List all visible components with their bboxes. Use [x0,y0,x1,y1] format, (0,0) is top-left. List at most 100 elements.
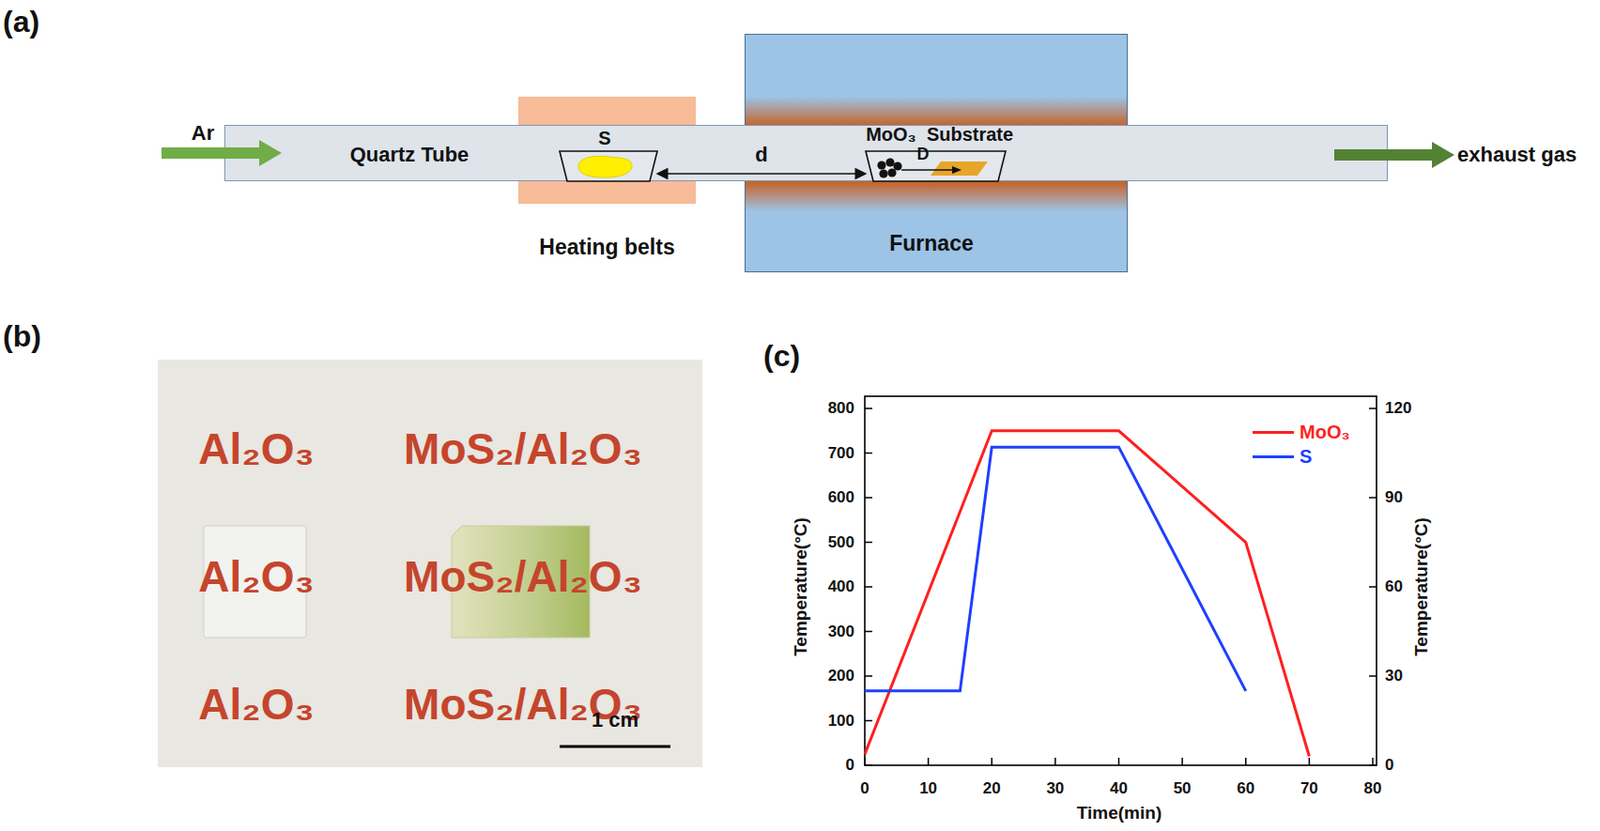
tick-label: 200 [828,667,855,686]
axis-title: Temperature(°C) [1412,517,1432,657]
moo3-powder [876,160,886,170]
tick-label: 10 [919,780,938,799]
tick-label: 70 [1300,780,1319,799]
tick-label: 400 [828,578,855,597]
axis-tick [1118,757,1121,766]
tick-label: 20 [983,780,1001,799]
axis-tick [864,764,873,767]
tick-label: 600 [828,489,855,508]
axis-title: Time(min) [1076,803,1162,824]
tick-label: 100 [828,711,855,730]
photo-text: MoS₂/Al₂O₃ [403,425,643,474]
substrate-wafer [930,161,988,176]
tick-label: 700 [828,444,855,462]
sulfur-boat: S [559,151,658,182]
axis-tick [864,630,873,633]
legend-line-stroke [1252,430,1294,434]
tick-label: 0 [1384,756,1394,775]
gas-inlet-arrow [161,139,282,167]
panel-letter: (b) [2,320,42,354]
boat-outline [559,151,658,182]
axis-tick [864,496,873,499]
legend-line-stroke [1252,455,1294,459]
node-label: MoO₃ [865,123,917,145]
axis-tick [864,720,873,723]
tick-label: 60 [1384,578,1403,597]
photo-text: MoS₂/Al₂O₃ [403,553,643,601]
tick-label: 60 [1236,780,1255,799]
scale-bar-label: 1 cm [591,708,639,732]
axis-tick [864,585,873,588]
moo3-powder [887,168,896,177]
legend-label: S [1299,446,1312,468]
photo-background [157,359,703,768]
tick-label: 90 [1384,489,1403,508]
tick-label: 30 [1384,667,1403,686]
plot-frame [864,396,1377,766]
tick-label: 50 [1173,780,1192,799]
boat-shape [559,151,658,182]
axis-tick [1369,407,1377,410]
legend-line [1252,427,1296,437]
axis-tick [1245,757,1247,766]
moo3-boat: MoO₃Substrate [865,151,1006,182]
tick-label: 500 [828,533,855,552]
node-label: S [598,127,611,149]
boat-outline [865,151,1006,182]
sapphire-substrate [203,525,307,638]
axis-tick [1369,496,1377,499]
photo-text: Al₂O₃ [198,680,315,729]
photo-text: MoS₂/Al₂O₃ [403,680,643,729]
distance-connector [657,172,866,175]
moo3-powder [885,157,894,167]
panel-letter: (c) [763,339,800,373]
legend-label: MoO₃ [1299,421,1351,444]
axis-tick [1371,757,1374,766]
moo3-powder [892,161,902,170]
boat-shape [865,151,1006,182]
tick-label: 0 [846,756,855,775]
axis-tick [864,541,873,544]
scale-bar [559,745,671,749]
axis-tick [864,452,873,455]
panel-letter: (a) [2,5,40,39]
axis-tick [927,757,930,766]
axis-tick [991,757,994,766]
axis-tick [864,675,873,677]
quartz-tube: Quartz TubeSMoO₃Substrate [224,124,1388,182]
axis-tick [1369,585,1377,588]
axis-tick [1369,675,1377,677]
photo-text: Al₂O₃ [198,553,315,601]
tick-label: 0 [860,780,869,799]
tick-label: 30 [1046,780,1064,799]
tick-label: 120 [1384,400,1412,418]
sulfur-temperature-curve [864,446,1247,692]
gas-label: Ar [191,122,215,145]
tick-label: 800 [828,400,855,418]
axis-tick [864,407,873,410]
distance-arrowhead [952,166,962,174]
sulfur-powder [578,155,632,178]
legend-item: S [1252,446,1312,468]
moo3-powder [878,169,888,178]
gas-outlet-arrow [1334,141,1455,169]
tick-label: 300 [828,622,855,641]
legend-item: MoO₃ [1252,421,1351,444]
axis-tick [863,757,866,766]
node-label: Quartz Tube [350,143,470,167]
distance-arrow [901,169,954,171]
gas-label: exhaust gas [1457,143,1577,167]
axis-tick [1308,757,1311,766]
axis-tick [1369,764,1377,767]
axis-title: Temperature(°C) [791,517,812,657]
photo-text: Al₂O₃ [198,425,315,474]
node-label: Furnace [889,231,973,256]
tick-label: 80 [1364,780,1383,799]
moo3-temperature-curve [864,430,1309,757]
node-label: Substrate [926,123,1014,145]
mos2-sample [451,525,590,638]
axis-tick [1054,757,1057,766]
legend-line [1252,451,1296,462]
axis-tick [1181,757,1184,766]
